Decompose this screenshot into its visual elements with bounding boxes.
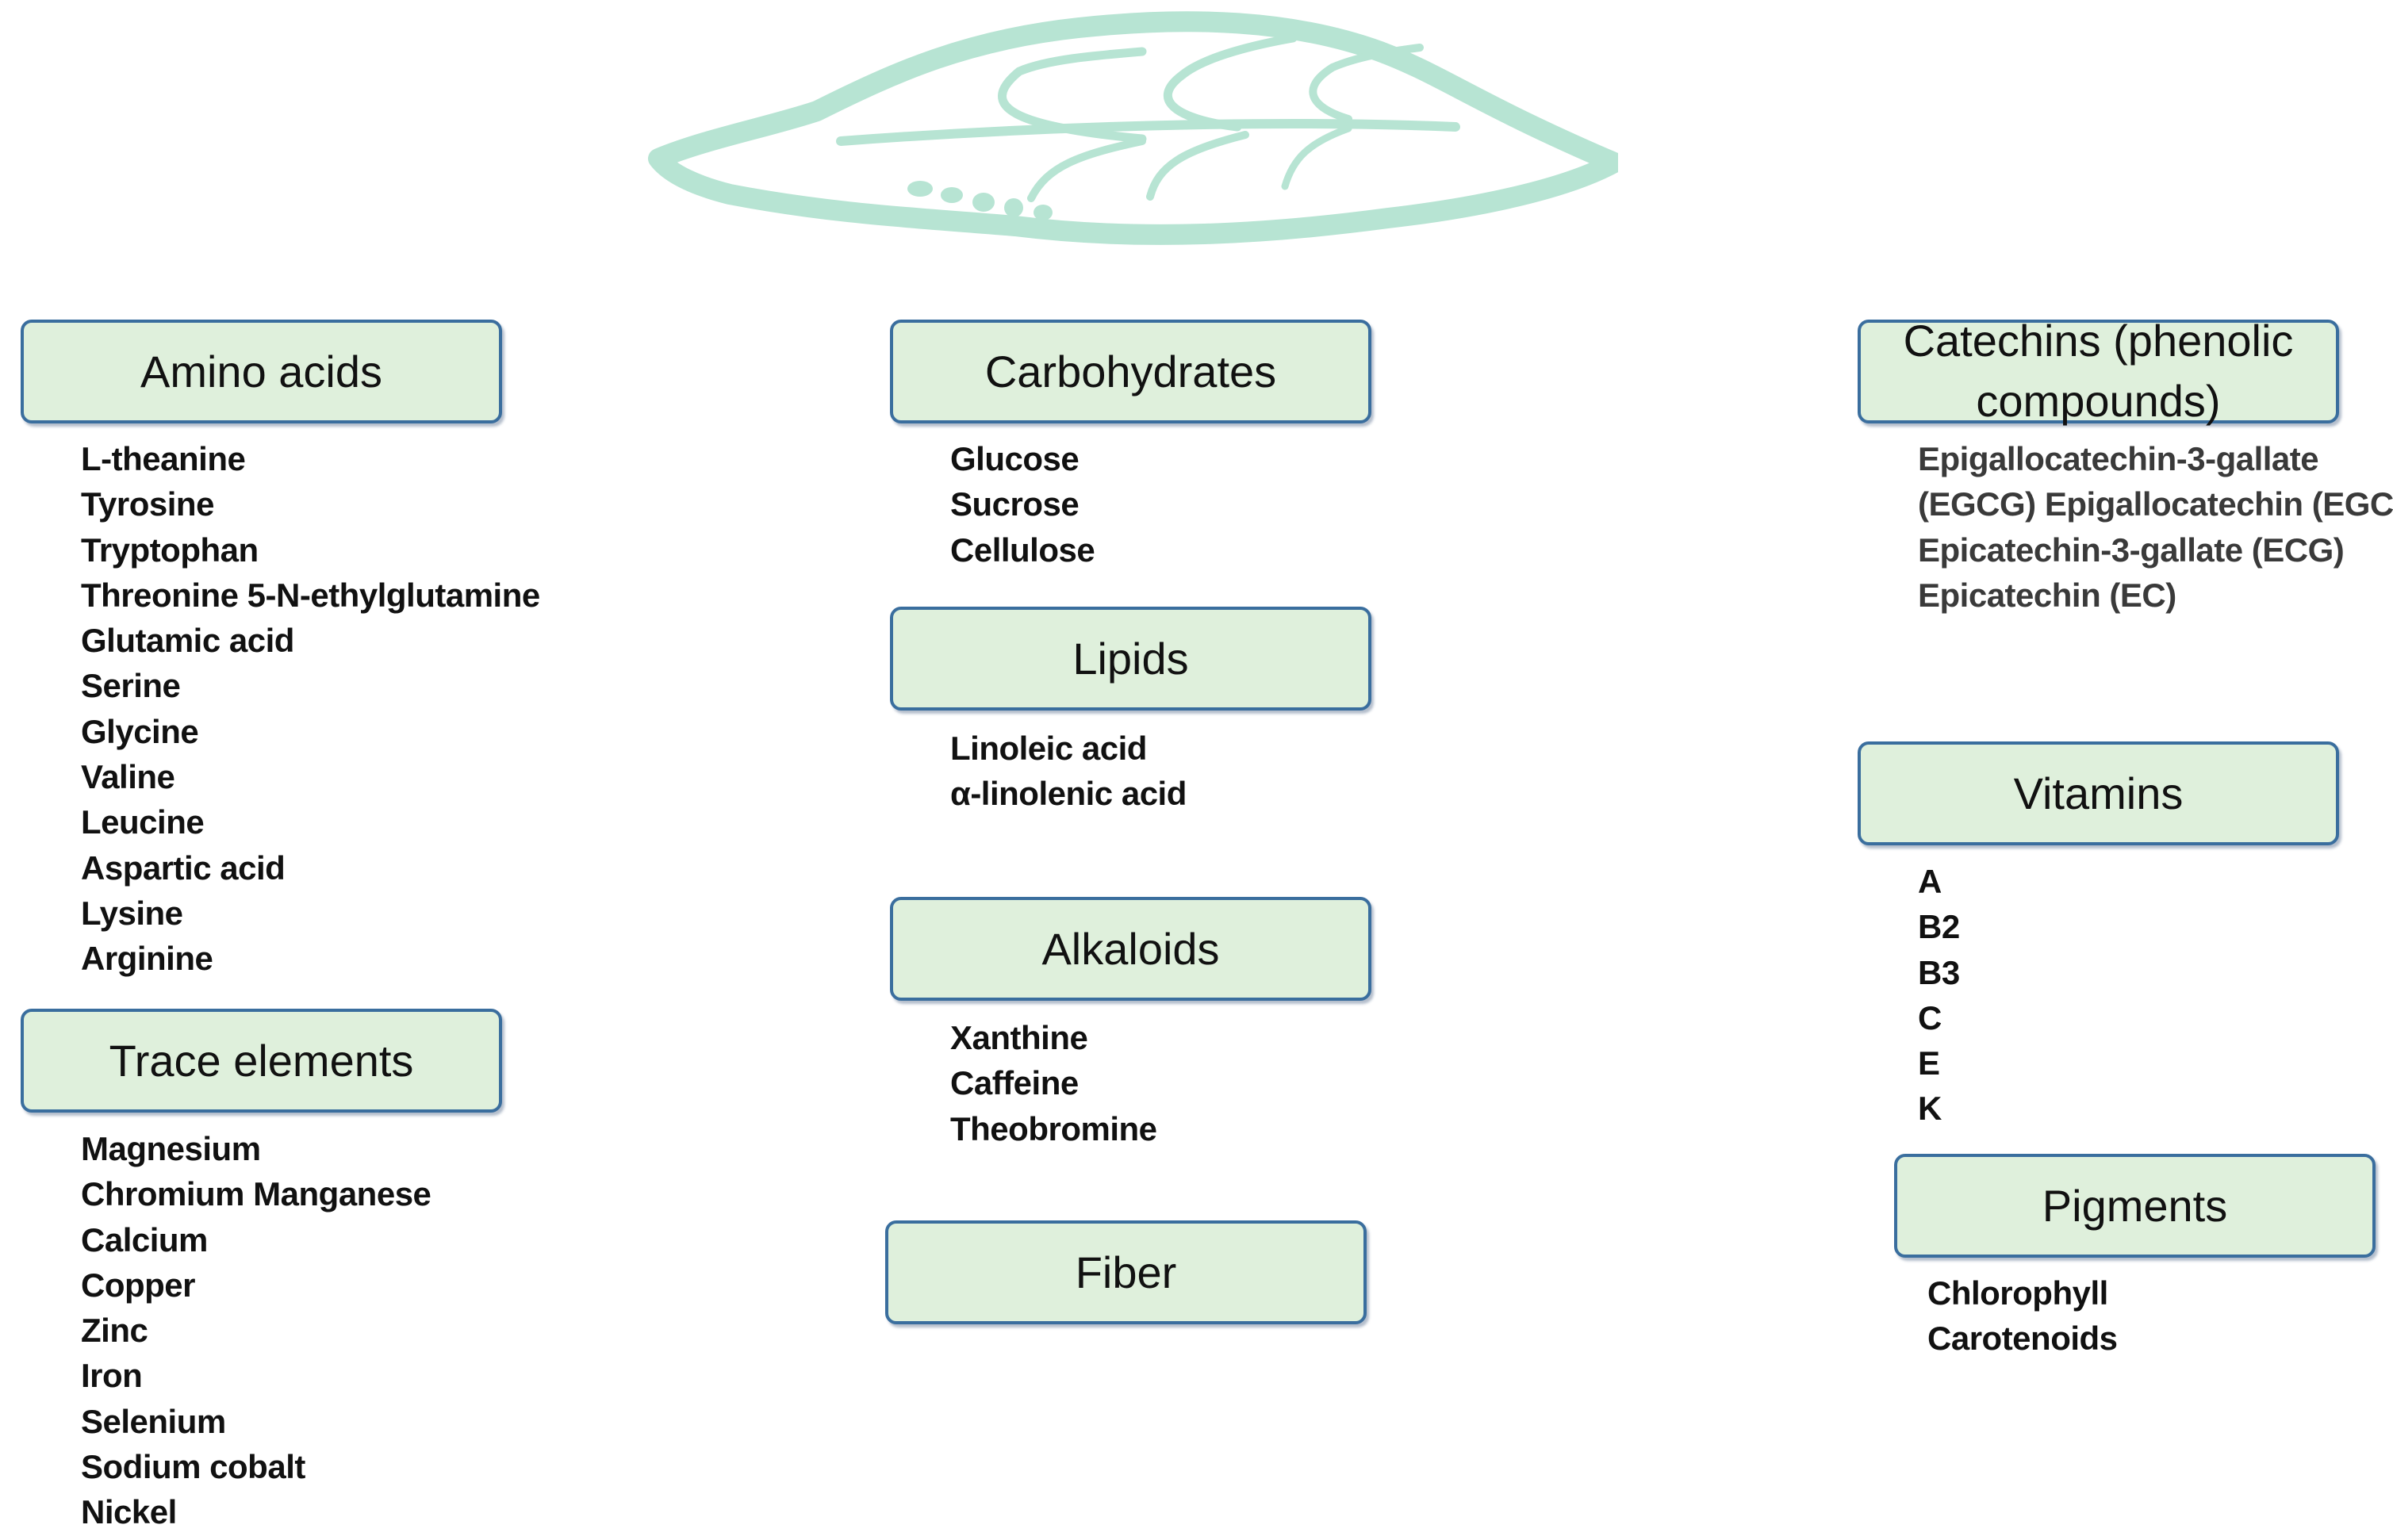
list-item: Valine <box>81 758 175 796</box>
list-item: Epicatechin (EC) <box>1918 576 2176 614</box>
list-item: Aspartic acid <box>81 849 286 887</box>
pigments-list: Chlorophyll Carotenoids <box>1927 1270 2118 1362</box>
list-item: B3 <box>1918 953 1960 991</box>
list-item: Leucine <box>81 803 205 841</box>
catechins-list: Epigallocatechin-3-gallate (EGCG) Epigal… <box>1918 436 2393 618</box>
list-item: C <box>1918 998 1942 1036</box>
lipids-list: Linoleic acid α-linolenic acid <box>950 726 1187 817</box>
list-item: Copper <box>81 1266 196 1304</box>
list-item: Linoleic acid <box>950 730 1147 767</box>
list-item: Chromium Manganese <box>81 1175 431 1213</box>
list-item: Theobromine <box>950 1109 1157 1147</box>
list-item: Zinc <box>81 1312 148 1350</box>
list-item: Glycine <box>81 712 199 750</box>
list-item: Serine <box>81 667 181 705</box>
carbohydrates-header: Carbohydrates <box>890 320 1371 423</box>
list-item: B2 <box>1918 908 1960 946</box>
list-item: Lysine <box>81 894 183 932</box>
carbohydrates-list: Glucose Sucrose Cellulose <box>950 436 1095 573</box>
list-item: Xanthine <box>950 1019 1088 1056</box>
list-item: K <box>1918 1090 1942 1128</box>
list-item: Epigallocatechin-3-gallate <box>1918 440 2319 477</box>
list-item: Tryptophan <box>81 531 259 569</box>
amino-acids-list: L-theanine Tyrosine Tryptophan Threonine… <box>81 436 540 982</box>
list-item: Glucose <box>950 440 1080 477</box>
list-item: α-linolenic acid <box>950 775 1187 813</box>
list-item: A <box>1918 863 1942 900</box>
list-item: Magnesium <box>81 1130 261 1167</box>
catechins-header: Catechins (phenolic compounds) <box>1858 316 2339 426</box>
vitamins-list: A B2 B3 C E K <box>1918 859 1960 1132</box>
list-item: Sodium cobalt <box>81 1448 305 1486</box>
list-item: Cellulose <box>950 531 1095 569</box>
alkaloids-header: Alkaloids <box>890 897 1371 1001</box>
list-item: Arginine <box>81 940 213 978</box>
pigments-header: Pigments <box>1894 1154 2376 1258</box>
list-item: Calcium <box>81 1220 208 1258</box>
list-item: Threonine 5-N-ethylglutamine <box>81 576 540 614</box>
list-item: Nickel <box>81 1493 177 1531</box>
leaf-illustration <box>648 11 1618 245</box>
list-item: (EGCG) Epigallocatechin (EGC) <box>1918 485 2393 523</box>
list-item: Chlorophyll <box>1927 1274 2108 1312</box>
list-item: Iron <box>81 1357 143 1395</box>
list-item: Selenium <box>81 1402 226 1440</box>
list-item: Tyrosine <box>81 485 214 523</box>
amino-acids-header: Amino acids <box>21 320 502 423</box>
list-item: Carotenoids <box>1927 1320 2118 1358</box>
lipids-header: Lipids <box>890 607 1371 711</box>
list-item: Caffeine <box>950 1064 1079 1102</box>
list-item: Epicatechin-3-gallate (ECG) <box>1918 531 2345 569</box>
list-item: E <box>1918 1044 1940 1082</box>
alkaloids-list: Xanthine Caffeine Theobromine <box>950 1015 1157 1151</box>
trace-elements-list: Magnesium Chromium Manganese Calcium Cop… <box>81 1126 431 1535</box>
vitamins-header: Vitamins <box>1858 741 2339 845</box>
list-item: L-theanine <box>81 440 246 477</box>
list-item: Glutamic acid <box>81 622 294 660</box>
fiber-header: Fiber <box>885 1220 1367 1324</box>
trace-elements-header: Trace elements <box>21 1009 502 1113</box>
list-item: Sucrose <box>950 485 1080 523</box>
